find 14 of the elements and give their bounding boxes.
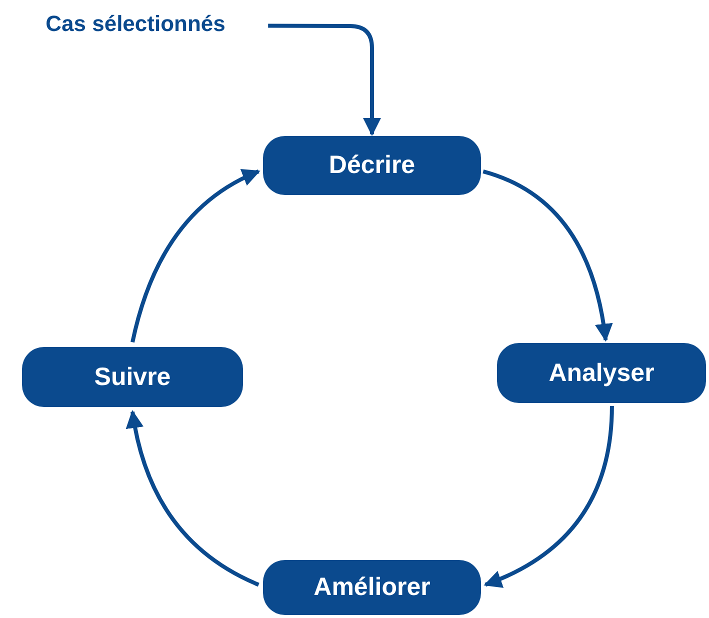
step-pill	[497, 343, 706, 403]
step-label: Analyser	[548, 358, 654, 388]
step-label: Améliorer	[314, 573, 430, 602]
step-pill	[22, 347, 243, 407]
step-label: Suivre	[94, 362, 171, 392]
step-pill	[263, 560, 481, 615]
arrow	[126, 410, 260, 587]
step-label: Décrire	[328, 151, 416, 180]
arrow	[484, 406, 614, 588]
arrow	[482, 170, 612, 342]
arrow	[130, 170, 260, 343]
input-label: Cas sélectionnés	[46, 11, 226, 37]
step-pill	[263, 136, 481, 195]
arrow	[268, 24, 381, 136]
